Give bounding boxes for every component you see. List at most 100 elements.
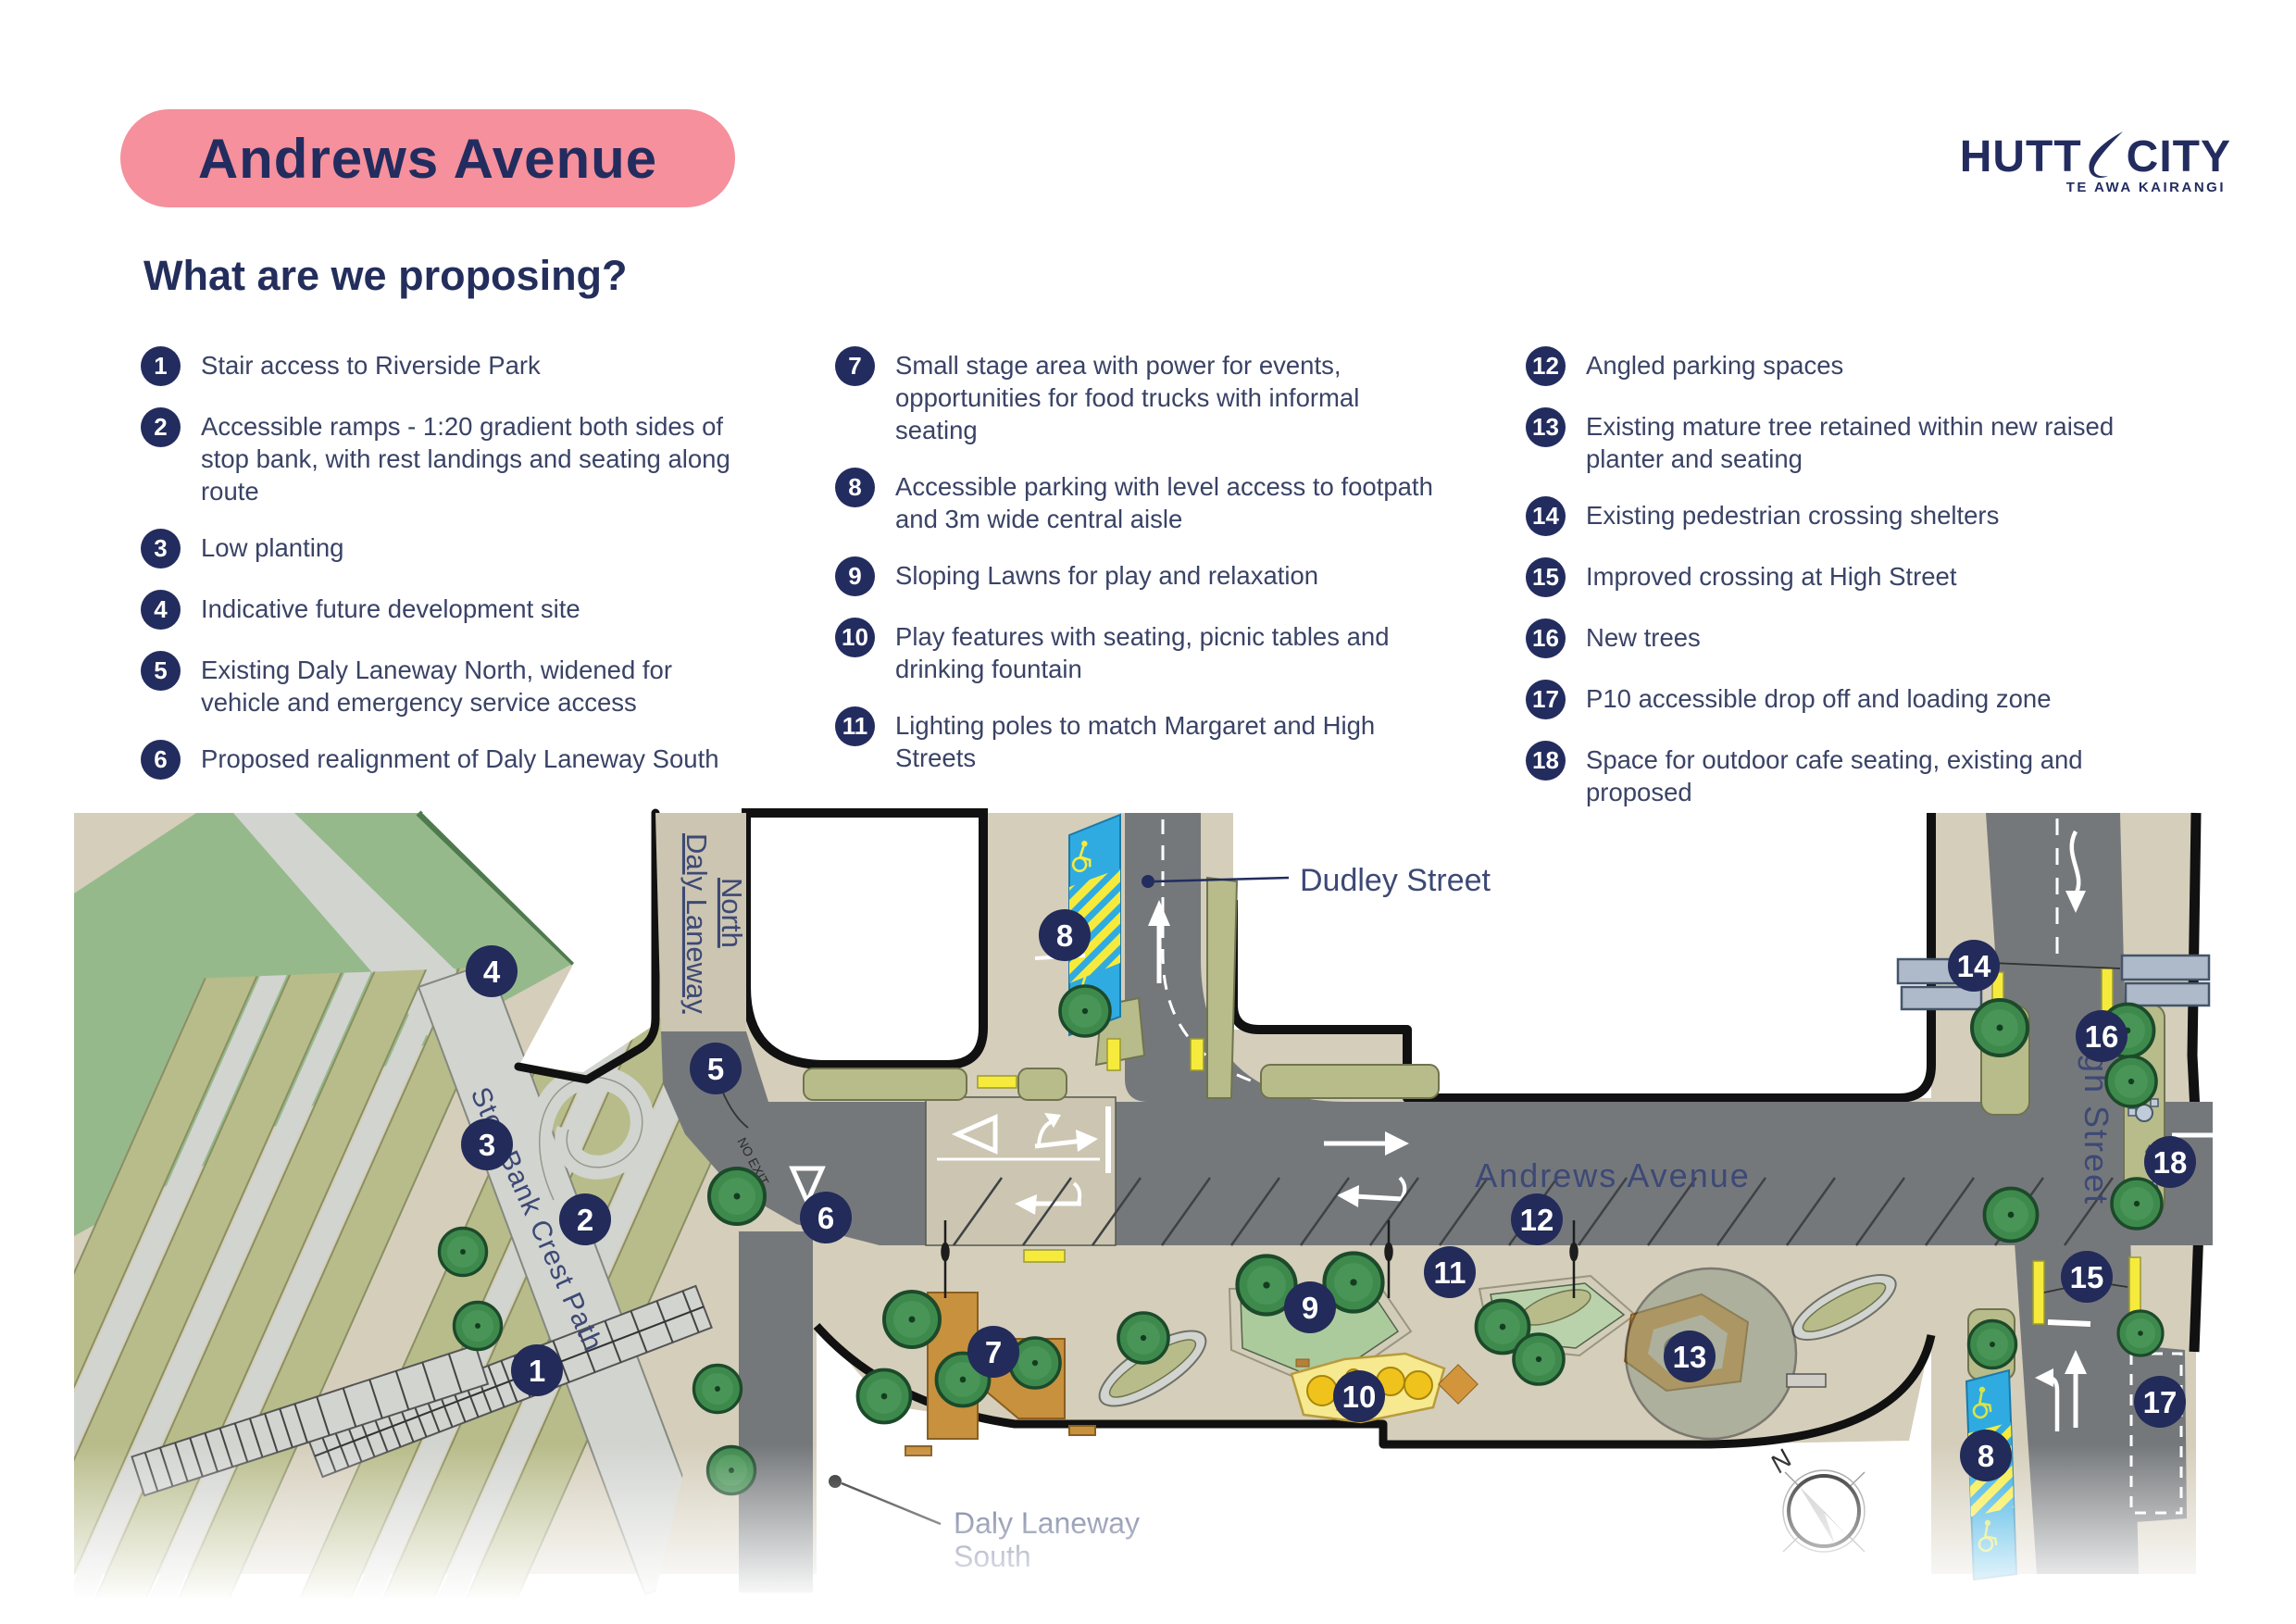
legend-item-text: Accessible parking with level access to …: [895, 472, 1433, 533]
dudley-street-callout: Dudley Street: [1142, 863, 1491, 898]
map-marker-15: 15: [2061, 1251, 2113, 1303]
crossing-shelters: [1896, 954, 2211, 1011]
legend-item-text: Angled parking spaces: [1586, 351, 1844, 380]
legend-number-badge: 7: [835, 346, 875, 386]
legend-item-text: Space for outdoor cafe seating, existing…: [1586, 745, 2083, 806]
legend-item-text: Improved crossing at High Street: [1586, 562, 1957, 591]
map-marker-2: 2: [559, 1193, 611, 1245]
map-marker-5: 5: [690, 1043, 742, 1094]
legend-item-text: P10 accessible drop off and loading zone: [1586, 684, 2052, 713]
svg-text:2: 2: [577, 1203, 593, 1237]
svg-text:Dudley Street: Dudley Street: [1300, 863, 1491, 898]
leaf-planters: [1098, 1274, 1897, 1407]
legend-number-badge: 4: [141, 590, 181, 630]
page-heading: What are we proposing?: [144, 252, 628, 299]
high-street-road: [1986, 813, 2139, 1574]
light-poles: [941, 1220, 1578, 1298]
legend-item-text: Existing pedestrian crossing shelters: [1586, 501, 2000, 530]
map-marker-18: 18: [2144, 1136, 2196, 1188]
legend-number-badge: 8: [835, 468, 875, 507]
legend-item-15: 15 Improved crossing at High Street: [1526, 556, 2174, 597]
legend-item-text: Indicative future development site: [201, 594, 580, 623]
svg-text:1: 1: [529, 1354, 545, 1388]
legend-number-badge: 13: [1526, 407, 1566, 447]
daly-laneway-north-label: Daly Laneway: [680, 833, 713, 1014]
svg-text:8: 8: [1056, 918, 1073, 953]
svg-text:18: 18: [2153, 1145, 2188, 1180]
legend-item-text: Low planting: [201, 533, 344, 562]
svg-text:7: 7: [985, 1335, 1002, 1369]
legend-number-badge: 5: [141, 651, 181, 691]
map-marker-6: 6: [800, 1192, 852, 1243]
svg-text:10: 10: [1342, 1380, 1377, 1414]
legend-number-badge: 12: [1526, 346, 1566, 386]
legend-item-text: Existing Daly Laneway North, widened for…: [201, 656, 673, 717]
legend-number-badge: 1: [141, 346, 181, 386]
legend-item-17: 17 P10 accessible drop off and loading zo…: [1526, 678, 2174, 719]
map-marker-1: 1: [511, 1344, 563, 1396]
map-marker-17: 17: [2134, 1376, 2186, 1428]
legend-item-text: Stair access to Riverside Park: [201, 351, 541, 380]
dudley-street-road: [1125, 813, 1347, 1102]
map-marker-9: 9: [1284, 1281, 1336, 1333]
raised-intersection: [925, 1096, 1117, 1246]
svg-text:6: 6: [817, 1201, 834, 1235]
legend-item-16: 16 New trees: [1526, 617, 2174, 658]
logo-swoosh-icon: [2089, 131, 2123, 178]
svg-text:11: 11: [1434, 1255, 1466, 1290]
future-development-site: [422, 813, 655, 1072]
svg-text:5: 5: [707, 1052, 724, 1086]
map-marker-14: 14: [1948, 940, 2000, 992]
logo-text-hutt: HUTT: [1959, 131, 2082, 181]
legend-item-12: 12 Angled parking spaces: [1526, 344, 2174, 386]
svg-text:8: 8: [1978, 1439, 1994, 1473]
legend-item-5: 5 Existing Daly Laneway North, widened fo…: [141, 649, 733, 718]
legend-number-badge: 15: [1526, 557, 1566, 597]
hutt-city-logo: HUTT CITY TE AWA KAIRANGI: [1926, 130, 2231, 195]
svg-text:12: 12: [1520, 1203, 1554, 1237]
legend-item-text: Sloping Lawns for play and relaxation: [895, 561, 1319, 590]
legend-item-8: 8 Accessible parking with level access to…: [835, 466, 1437, 535]
svg-text:17: 17: [2143, 1385, 2177, 1419]
legend-item-7: 7 Small stage area with power for events,…: [835, 344, 1437, 446]
legend-item-9: 9 Sloping Lawns for play and relaxation: [835, 555, 1437, 596]
page-title-pill: Andrews Avenue: [120, 109, 735, 207]
legend-item-1: 1 Stair access to Riverside Park: [141, 344, 733, 386]
accessible-parking-bay-north: [1034, 813, 1121, 1037]
legend-number-badge: 14: [1526, 496, 1566, 536]
svg-text:15: 15: [2070, 1260, 2104, 1294]
legend-number-badge: 2: [141, 407, 181, 447]
map-marker-8: 8: [1960, 1430, 2012, 1481]
lot-west-of-dudley: [742, 808, 988, 1069]
map-marker-16: 16: [2076, 1010, 2128, 1062]
logo-tagline: TE AWA KAIRANGI: [2065, 180, 2226, 195]
page-title: Andrews Avenue: [197, 127, 658, 190]
legend-number-badge: 11: [835, 706, 875, 746]
legend-item-text: Lighting poles to match Margaret and Hig…: [895, 711, 1376, 772]
legend-item-14: 14 Existing pedestrian crossing shelters: [1526, 494, 2174, 536]
legend-number-badge: 9: [835, 556, 875, 596]
legend-item-4: 4 Indicative future development site: [141, 588, 733, 630]
map-marker-13: 13: [1664, 1330, 1716, 1382]
svg-text:16: 16: [2085, 1019, 2119, 1054]
legend-item-text: Small stage area with power for events, …: [895, 351, 1360, 444]
svg-text:4: 4: [483, 955, 501, 989]
legend-number-badge: 17: [1526, 680, 1566, 719]
legend-item-text: New trees: [1586, 623, 1701, 652]
map-marker-8: 8: [1039, 909, 1091, 961]
map-marker-7: 7: [967, 1326, 1019, 1378]
map-marker-3: 3: [461, 1118, 513, 1170]
map-marker-12: 12: [1511, 1193, 1563, 1245]
svg-text:14: 14: [1957, 949, 1991, 983]
svg-text:3: 3: [479, 1128, 495, 1162]
legend-number-badge: 16: [1526, 618, 1566, 658]
legend-item-11: 11 Lighting poles to match Margaret and H…: [835, 705, 1437, 774]
